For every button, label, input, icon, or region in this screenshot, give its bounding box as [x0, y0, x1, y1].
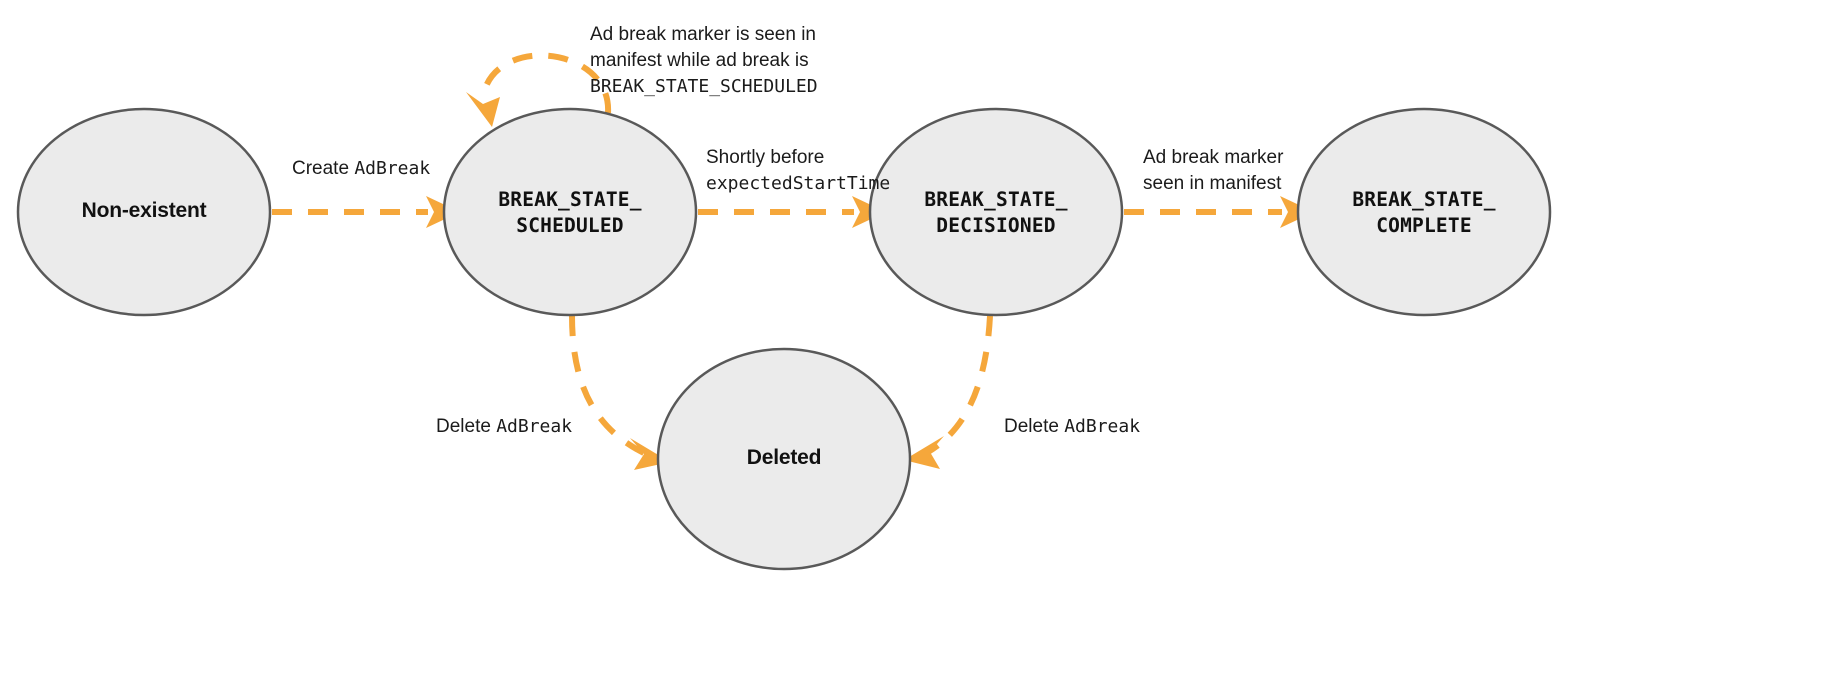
arrowhead [466, 92, 500, 127]
node-break-state-scheduled[interactable] [442, 107, 698, 317]
edge-shortly-before[interactable] [698, 196, 886, 228]
edge-scheduled-self-loop[interactable] [466, 52, 612, 127]
edge-line [926, 315, 993, 455]
edge-marker-seen[interactable] [1124, 196, 1314, 228]
edge-create-adbreak[interactable] [272, 196, 460, 228]
edge-line [481, 52, 612, 114]
node-layer [16, 107, 1552, 571]
node-deleted[interactable] [656, 347, 912, 571]
edge-delete-from-scheduled[interactable] [569, 315, 670, 470]
arrowhead [904, 436, 944, 469]
edge-delete-from-decisioned[interactable] [904, 315, 993, 469]
node-non-existent[interactable] [16, 107, 272, 317]
node-break-state-decisioned[interactable] [868, 107, 1124, 317]
edge-line [569, 315, 648, 457]
node-break-state-complete[interactable] [1296, 107, 1552, 317]
